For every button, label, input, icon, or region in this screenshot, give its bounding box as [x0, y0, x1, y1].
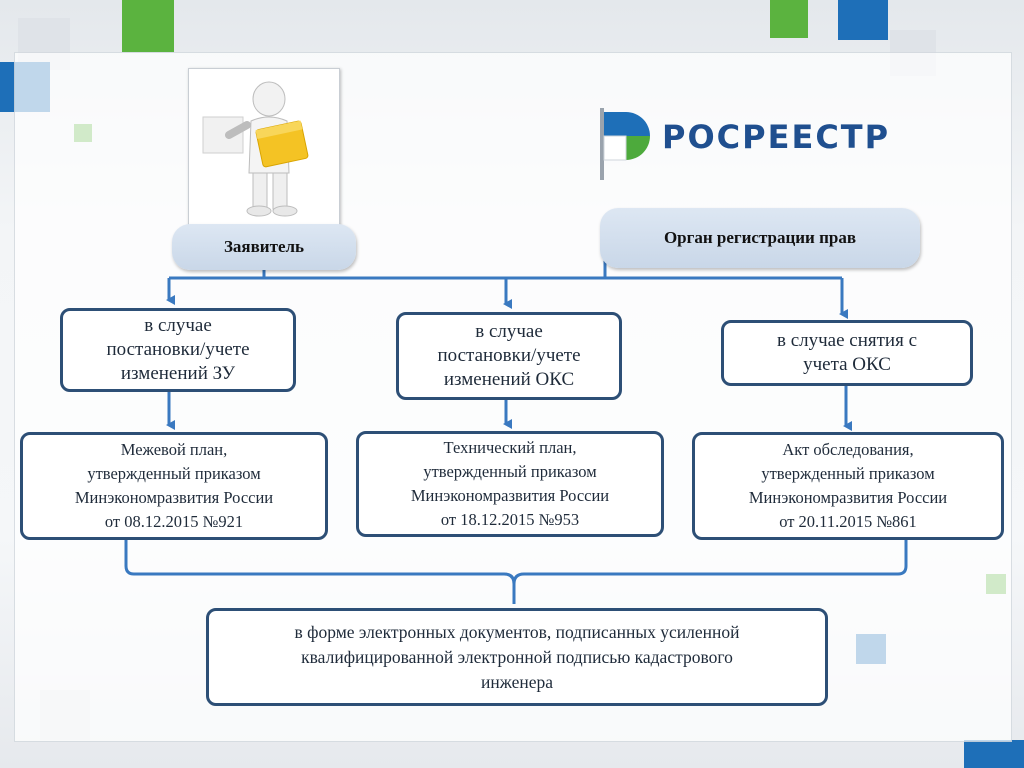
- deco-square: [770, 0, 808, 38]
- result-line: квалифицированной электронной подписью к…: [301, 646, 733, 667]
- case-box-zu: в случае постановки/учете изменений ЗУ: [60, 308, 296, 392]
- case-line: учета ОКС: [803, 354, 891, 375]
- applicant-text: Заявитель: [223, 237, 305, 256]
- applicant-illustration: [188, 68, 340, 230]
- document-line: Минэкономразвития России: [748, 488, 948, 507]
- document-box-technical-plan: Технический план, утвержденный приказом …: [356, 431, 664, 537]
- case-line: в случае снятия с: [776, 330, 918, 351]
- document-line: утвержденный приказом: [761, 464, 935, 483]
- document-line: Акт обследования,: [782, 440, 914, 459]
- deco-square: [838, 0, 888, 40]
- case-line: постановки/учете: [437, 345, 581, 366]
- case-line: в случае: [144, 315, 212, 336]
- document-line: Минэкономразвития России: [74, 488, 274, 507]
- document-line: от 20.11.2015 №861: [779, 512, 917, 531]
- document-line: Минэкономразвития России: [410, 486, 610, 505]
- rosreestr-emblem-icon: [600, 108, 650, 180]
- document-line: от 18.12.2015 №953: [440, 510, 580, 529]
- document-line: от 08.12.2015 №921: [104, 512, 244, 531]
- authority-label: Орган регистрации прав: [600, 208, 920, 268]
- case-line: постановки/учете: [106, 339, 250, 360]
- authority-text: Орган регистрации прав: [663, 228, 857, 247]
- document-line: утвержденный приказом: [87, 464, 261, 483]
- document-line: Межевой план,: [120, 440, 228, 459]
- deco-square: [122, 0, 174, 52]
- case-line: изменений ОКС: [443, 369, 575, 390]
- case-box-oks: в случае постановки/учете изменений ОКС: [396, 312, 622, 400]
- figure-holding-folder-icon: [202, 81, 309, 217]
- applicant-label: Заявитель: [172, 224, 356, 270]
- result-line: инженера: [480, 671, 553, 692]
- case-line: изменений ЗУ: [120, 363, 236, 384]
- document-box-boundary-plan: Межевой план, утвержденный приказом Минэ…: [20, 432, 328, 540]
- result-box: в форме электронных документов, подписан…: [206, 608, 828, 706]
- bracket-connector: [124, 538, 908, 604]
- case-line: в случае: [475, 321, 543, 342]
- deco-square: [964, 740, 1024, 768]
- case-box-removal: в случае снятия с учета ОКС: [721, 320, 973, 386]
- rosreestr-logo: РОСРЕЕСТР: [598, 106, 928, 186]
- document-line: утвержденный приказом: [423, 462, 597, 481]
- document-box-inspection-act: Акт обследования, утвержденный приказом …: [692, 432, 1004, 540]
- brand-name: РОСРЕЕСТР: [662, 118, 891, 156]
- result-line: в форме электронных документов, подписан…: [294, 621, 740, 642]
- document-line: Технический план,: [443, 438, 577, 457]
